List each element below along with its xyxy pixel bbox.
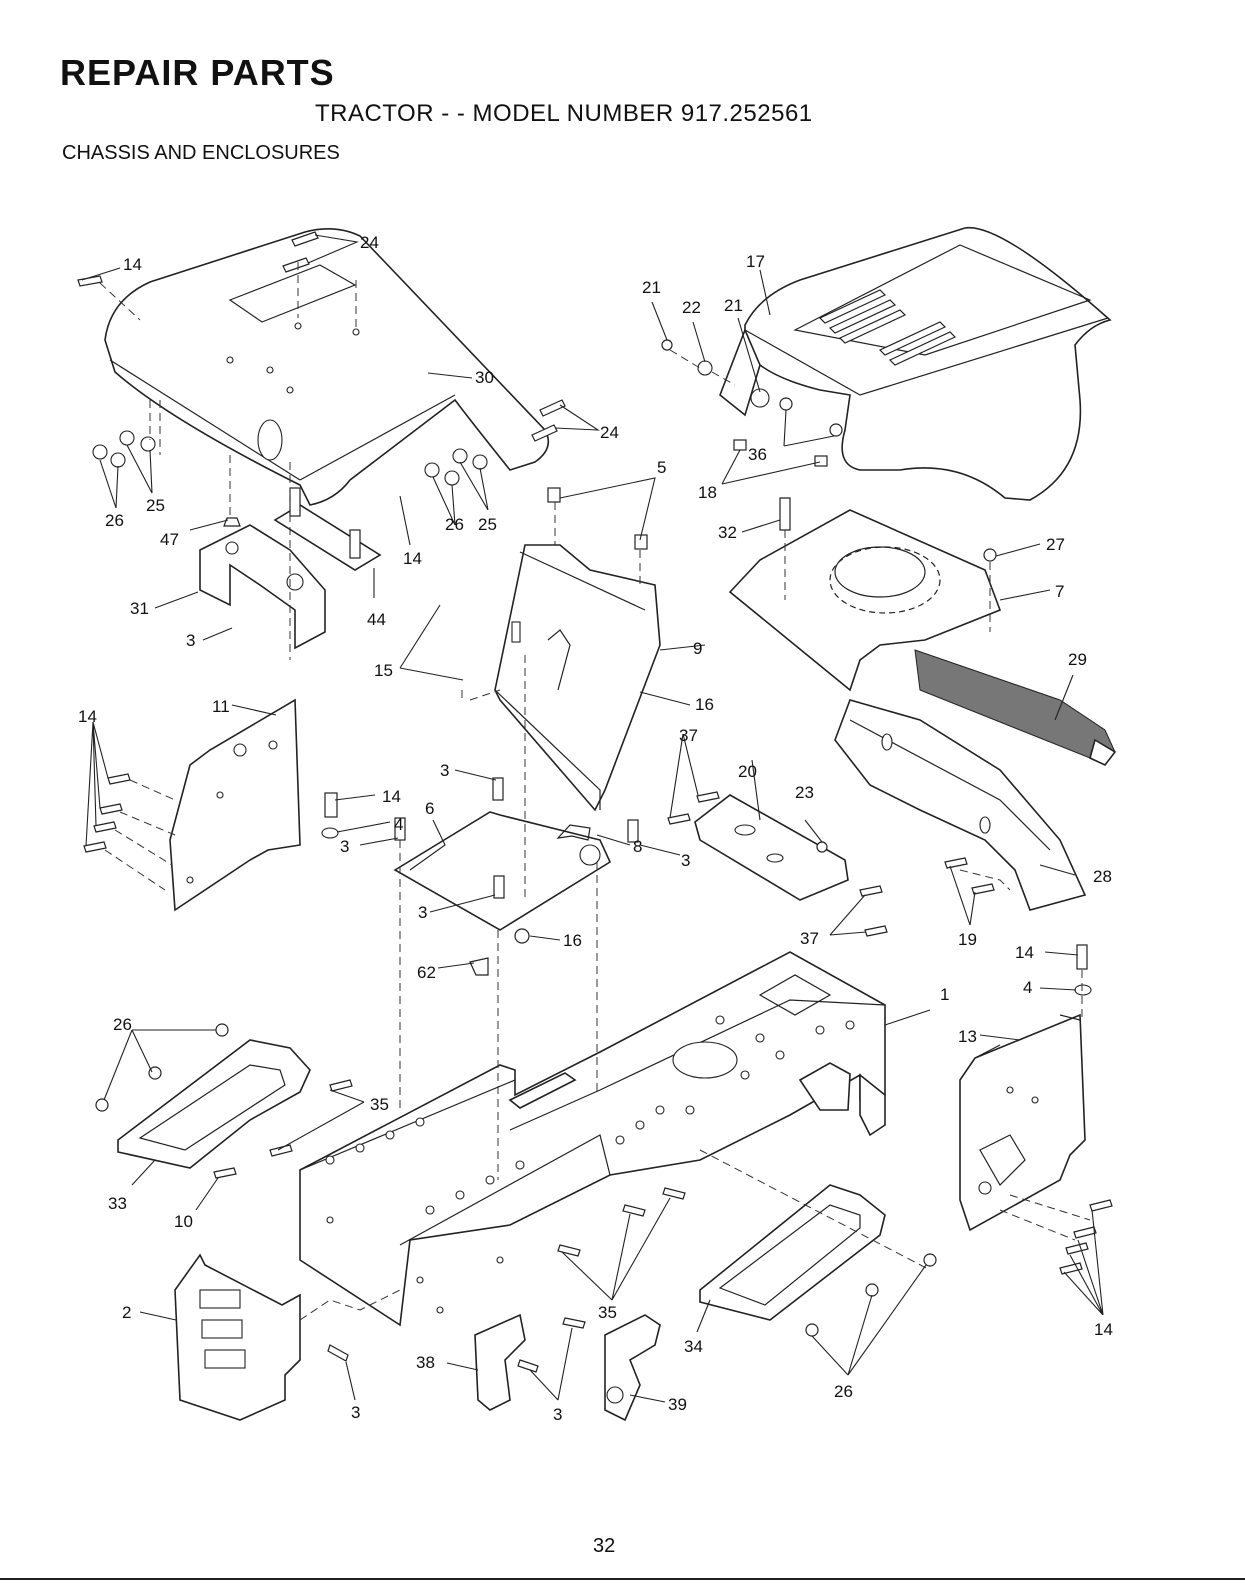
callout: 21 bbox=[642, 278, 661, 297]
hood-part-17 bbox=[720, 228, 1110, 500]
bolts-part-35-frame bbox=[558, 1188, 685, 1256]
callout: 25 bbox=[478, 515, 497, 534]
callout: 3 bbox=[553, 1405, 562, 1424]
callout: 4 bbox=[394, 815, 403, 834]
callout: 11 bbox=[212, 697, 230, 716]
callout: 34 bbox=[684, 1337, 703, 1356]
bottom-rule bbox=[0, 1578, 1245, 1580]
callout: 32 bbox=[718, 523, 737, 542]
bolts-part-19 bbox=[945, 858, 994, 894]
callout: 8 bbox=[633, 837, 642, 856]
page-number: 32 bbox=[593, 1535, 615, 1558]
dash-panel-part-9 bbox=[495, 488, 660, 810]
callout: 3 bbox=[681, 851, 690, 870]
callout: 14 bbox=[382, 787, 401, 806]
callout: 30 bbox=[475, 368, 494, 387]
callout: 22 bbox=[682, 298, 701, 317]
callout: 3 bbox=[340, 837, 349, 856]
callout: 37 bbox=[679, 726, 698, 745]
callout: 14 bbox=[1015, 943, 1034, 962]
callout: 15 bbox=[374, 661, 393, 680]
callout: 4 bbox=[1023, 978, 1032, 997]
callout: 7 bbox=[1055, 582, 1064, 601]
fasteners-21-22 bbox=[662, 340, 712, 375]
callout: 14 bbox=[1094, 1320, 1113, 1339]
callout: 44 bbox=[367, 610, 386, 629]
callout: 28 bbox=[1093, 867, 1112, 886]
callout: 3 bbox=[351, 1403, 360, 1422]
side-panel-part-11 bbox=[170, 700, 300, 910]
bracket-part-2 bbox=[175, 1255, 348, 1420]
footrest-part-33 bbox=[96, 1024, 352, 1178]
callout: 35 bbox=[598, 1303, 617, 1322]
footrest-part-34 bbox=[700, 1185, 936, 1336]
callout: 24 bbox=[360, 233, 379, 252]
callout: 2 bbox=[122, 1303, 131, 1322]
callout: 16 bbox=[563, 931, 582, 950]
callout: 39 bbox=[668, 1395, 687, 1414]
callout: 3 bbox=[418, 903, 427, 922]
callout: 26 bbox=[834, 1382, 853, 1401]
callout: 3 bbox=[440, 761, 449, 780]
bracket-part-20 bbox=[695, 795, 848, 900]
callout: 16 bbox=[695, 695, 714, 714]
callout: 31 bbox=[130, 599, 149, 618]
callout: 14 bbox=[403, 549, 422, 568]
callout: 19 bbox=[958, 930, 977, 949]
callout: 26 bbox=[105, 511, 124, 530]
callout: 26 bbox=[445, 515, 464, 534]
callout: 47 bbox=[160, 530, 179, 549]
callout: 5 bbox=[657, 458, 666, 477]
callout: 37 bbox=[800, 929, 819, 948]
callout: 24 bbox=[600, 423, 619, 442]
callout: 35 bbox=[370, 1095, 389, 1114]
floor-plate-part-7 bbox=[730, 498, 1000, 690]
callout: 17 bbox=[746, 252, 765, 271]
callout: 23 bbox=[795, 783, 814, 802]
callout: 25 bbox=[146, 496, 165, 515]
callout: 62 bbox=[417, 963, 436, 982]
callout: 3 bbox=[186, 631, 195, 650]
callout: 21 bbox=[724, 296, 743, 315]
callout: 6 bbox=[425, 799, 434, 818]
callout: 20 bbox=[738, 762, 757, 781]
callout: 33 bbox=[108, 1194, 127, 1213]
callout: 10 bbox=[174, 1212, 193, 1231]
callout: 26 bbox=[113, 1015, 132, 1034]
bracket-part-38 bbox=[475, 1315, 538, 1410]
callout: 18 bbox=[698, 483, 717, 502]
nuts-washers-left bbox=[93, 431, 155, 467]
callout: 38 bbox=[416, 1353, 435, 1372]
callout: 36 bbox=[748, 445, 767, 464]
callout: 27 bbox=[1046, 535, 1065, 554]
callout: 1 bbox=[940, 985, 949, 1004]
bracket-part-39 bbox=[563, 1315, 660, 1420]
callout: 29 bbox=[1068, 650, 1087, 669]
callout: 14 bbox=[78, 707, 97, 726]
callout: 9 bbox=[693, 639, 702, 658]
callout: 13 bbox=[958, 1027, 977, 1046]
callout: 14 bbox=[123, 255, 142, 274]
